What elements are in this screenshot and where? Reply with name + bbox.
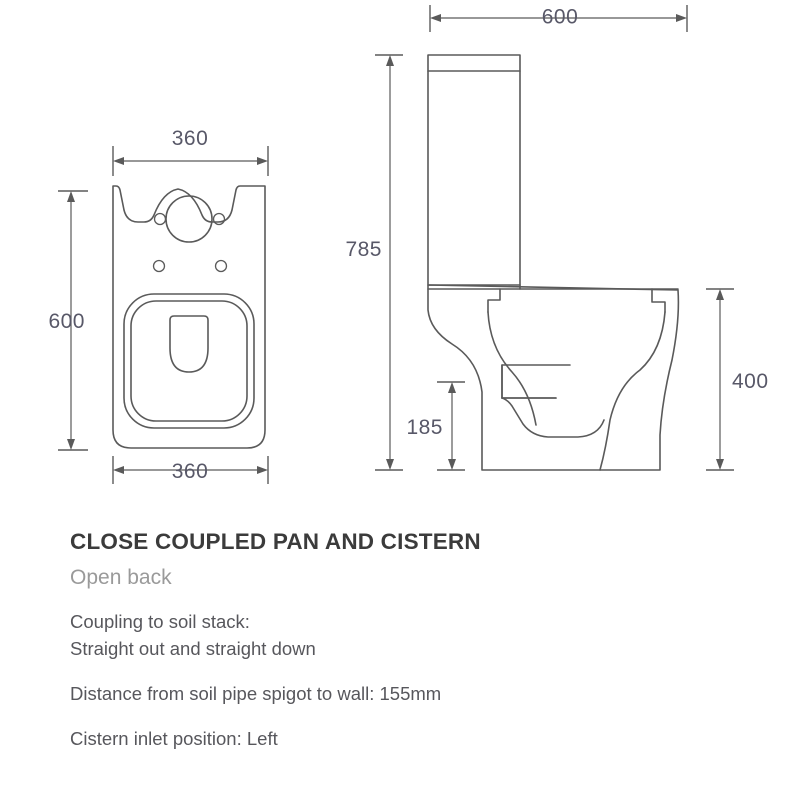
side-dim-pan-height-label: 400 — [732, 370, 769, 393]
plan-dim-bottom-360: 360 — [112, 456, 269, 484]
side-dim-depth-600: 600 — [429, 5, 688, 32]
side-dim-total-height-label: 785 — [345, 238, 382, 261]
side-trap-curve — [501, 397, 605, 438]
side-dim-depth-label: 600 — [542, 6, 579, 29]
side-bowl-inner-left — [487, 311, 537, 426]
plan-fixing-hole-lower-left — [152, 259, 166, 273]
side-pan-outline — [427, 284, 680, 471]
plan-view-group: 360 600 360 — [48, 127, 269, 484]
side-rim-notch-left — [487, 288, 501, 313]
side-rim-notch-right — [651, 288, 666, 313]
plan-dim-top-label: 360 — [172, 127, 209, 150]
plan-fixing-hole-lower-right — [214, 259, 228, 273]
side-bowl-inner-right — [599, 311, 666, 471]
spigot-distance: Distance from soil pipe spigot to wall: … — [70, 682, 442, 704]
side-dim-pan-height-400: 400 — [706, 288, 769, 471]
plan-fixing-hole-upper-right — [212, 212, 226, 226]
plan-dim-left-label: 600 — [48, 310, 85, 333]
coupling-value: Straight out and straight down — [70, 638, 316, 660]
plan-dim-bottom-label: 360 — [172, 460, 209, 483]
side-dim-total-height-785: 785 — [345, 54, 403, 471]
side-soil-outlet-spigot — [501, 364, 571, 399]
plan-bowl-inner-rim — [130, 300, 248, 422]
plan-dim-top-360: 360 — [112, 127, 269, 176]
side-view-group: 600 785 185 — [345, 5, 769, 471]
coupling-label: Coupling to soil stack: — [70, 611, 250, 633]
plan-pan-outline — [112, 185, 266, 449]
plan-dim-left-600: 600 — [48, 190, 88, 451]
specification-text-block: CLOSE COUPLED PAN AND CISTERN Open back … — [70, 528, 770, 753]
side-dim-outlet-height-label: 185 — [406, 416, 443, 439]
plan-trap-opening — [169, 315, 209, 373]
product-title: CLOSE COUPLED PAN AND CISTERN — [70, 529, 481, 554]
side-dim-outlet-height-185: 185 — [406, 381, 465, 471]
cistern-inlet-position: Cistern inlet position: Left — [70, 727, 278, 749]
plan-fixing-hole-upper-left — [153, 212, 167, 226]
side-cistern-body — [427, 54, 521, 286]
product-subtitle: Open back — [70, 566, 172, 589]
plan-bowl-outer-rim — [123, 293, 255, 429]
